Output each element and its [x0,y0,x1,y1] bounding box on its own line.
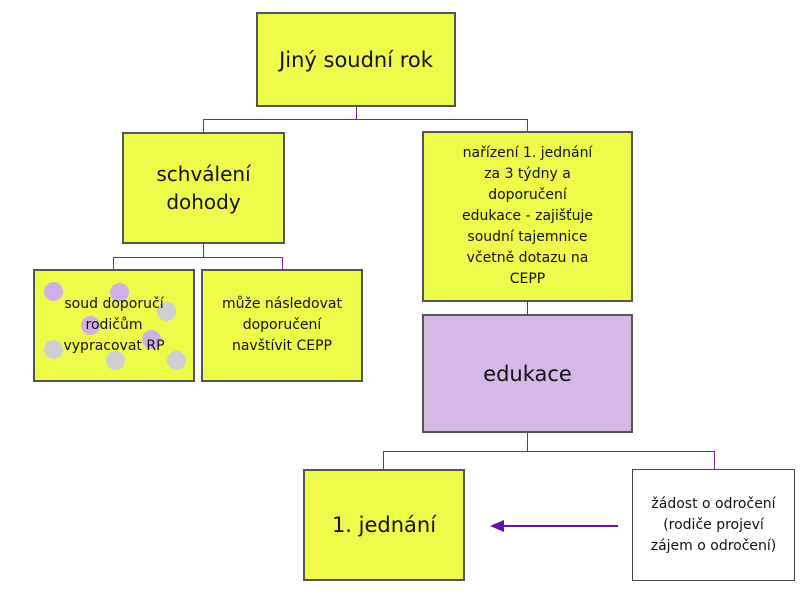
root-node: Jiný soudní rok [256,12,456,107]
connector-to-leaf-court [113,257,114,270]
decor-dot [167,351,186,370]
decor-dot [110,283,129,302]
first-hearing-node: 1. jednání [303,469,465,581]
branch-right-label: nařízení 1. jednání za 3 týdny a doporuč… [462,145,593,287]
leaf-may-follow-label: může následovat doporučení navštívit CEP… [222,296,342,354]
decor-dot [44,282,63,301]
branch-right-node: nařízení 1. jednání za 3 týdny a doporuč… [422,131,633,302]
postponement-request-label: žádost o odročení (rodiče projeví zájem … [650,495,777,554]
connector-to-leaf-may [282,257,283,270]
connector-to-left-branch [203,119,204,133]
root-label: Jiný soudní rok [279,47,433,72]
decor-dot [157,302,176,321]
education-label: edukace [483,361,572,386]
first-hearing-label: 1. jednání [331,513,437,537]
connector-root-down [356,106,357,120]
leaf-court-recommends-node: soud doporučí rodičům vypracovat RP [33,269,195,382]
connector-left-down [203,243,204,257]
decor-dot [142,330,161,349]
arrow-left-icon [490,520,618,532]
decor-dot [81,316,100,335]
decor-dot [106,351,125,370]
branch-left-label: schválení dohody [156,162,251,214]
connector-education-bar [383,451,715,452]
branch-left-node: schválení dohody [122,132,285,244]
connector-to-right-branch [527,119,528,132]
connector-right-to-education [527,301,528,316]
education-node: edukace [422,314,633,433]
postponement-request-node: žádost o odročení (rodiče projeví zájem … [632,469,795,581]
leaf-may-follow-node: může následovat doporučení navštívit CEP… [201,269,363,382]
connector-left-bar [113,257,283,258]
connector-root-bar [203,119,528,120]
decor-dot [44,340,63,359]
leaf-court-recommends-label: soud doporučí rodičům vypracovat RP [63,296,165,354]
connector-to-postponement [714,451,715,471]
connector-to-first-hearing [383,451,384,471]
connector-education-down [527,432,528,452]
